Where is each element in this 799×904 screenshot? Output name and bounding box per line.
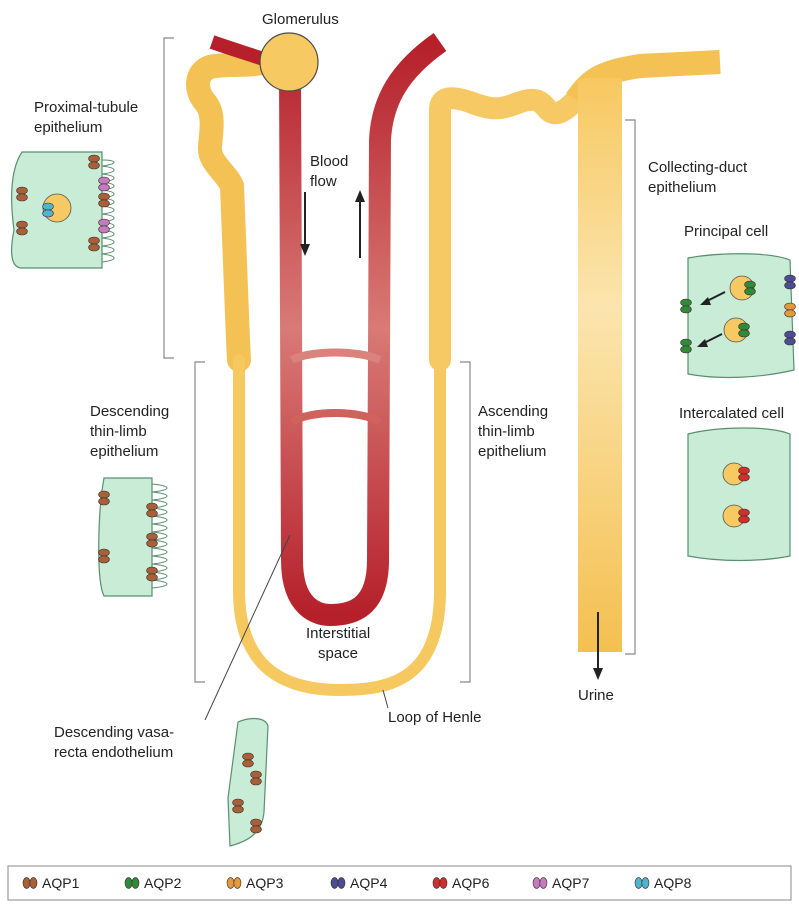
label-intercalated: Intercalated cell [679, 405, 784, 422]
legend-label-aqp1: AQP1 [42, 875, 80, 891]
legend: AQP1 AQP2 AQP3 AQP4 AQP6 AQP7 AQP8 [8, 866, 791, 900]
label-interstitial-2: space [318, 645, 358, 662]
up-arrow-icon [355, 190, 365, 202]
label-principal: Principal cell [684, 223, 768, 240]
label-ascending-1: Ascending [478, 403, 548, 420]
loop-leader-line [383, 690, 388, 708]
vasa-leader-line [205, 535, 290, 720]
ascending-thick-limb [440, 98, 576, 360]
collecting-bracket [625, 120, 635, 654]
intercalated-cell [688, 428, 790, 561]
legend-label-aqp4: AQP4 [350, 875, 388, 891]
label-proximal-2: epithelium [34, 119, 102, 136]
label-ascending-3: epithelium [478, 443, 546, 460]
principal-cell-body [688, 254, 794, 378]
label-descending-1: Descending [90, 403, 169, 420]
urine-arrow-icon [593, 668, 603, 680]
label-glomerulus: Glomerulus [262, 11, 339, 28]
brush-border [102, 160, 114, 262]
label-blood-1: Blood [310, 153, 348, 170]
label-loop-of-henle: Loop of Henle [388, 709, 481, 726]
label-vasa-1: Descending vasa- [54, 724, 174, 741]
proximal-bracket [164, 38, 174, 358]
proximal-tubule-cell [12, 152, 114, 268]
legend-label-aqp6: AQP6 [452, 875, 490, 891]
principal-cell [688, 254, 794, 378]
label-descending-3: epithelium [90, 443, 158, 460]
intercalated-cell-body [688, 428, 790, 561]
legend-label-aqp3: AQP3 [246, 875, 284, 891]
glomerulus [260, 33, 318, 91]
ascending-bracket [460, 362, 470, 682]
label-descending-2: thin-limb [90, 423, 147, 440]
legend-label-aqp7: AQP7 [552, 875, 590, 891]
label-blood-2: flow [310, 173, 337, 190]
proximal-tubule [198, 62, 268, 360]
legend-label-aqp8: AQP8 [654, 875, 692, 891]
vessel-crossbar-upper [292, 353, 380, 361]
endothelium-body [228, 719, 268, 846]
label-collecting-2: epithelium [648, 179, 716, 196]
label-urine: Urine [578, 687, 614, 704]
labels: Glomerulus Proximal-tubule epithelium Bl… [34, 11, 784, 761]
label-collecting-1: Collecting-duct [648, 159, 748, 176]
collecting-duct [578, 78, 622, 652]
label-ascending-2: thin-limb [478, 423, 535, 440]
blood-flow-arrows [300, 190, 365, 258]
label-proximal-1: Proximal-tubule [34, 99, 138, 116]
label-interstitial-1: Interstitial [306, 625, 370, 642]
legend-label-aqp2: AQP2 [144, 875, 182, 891]
vasa-recta-loop [290, 42, 440, 615]
vessel-crossbar-lower [292, 413, 380, 422]
vasa-recta-endothelium-cell [228, 719, 268, 846]
nephron-tubule [198, 62, 720, 690]
descending-bracket [195, 362, 205, 682]
label-vasa-2: recta endothelium [54, 744, 173, 761]
